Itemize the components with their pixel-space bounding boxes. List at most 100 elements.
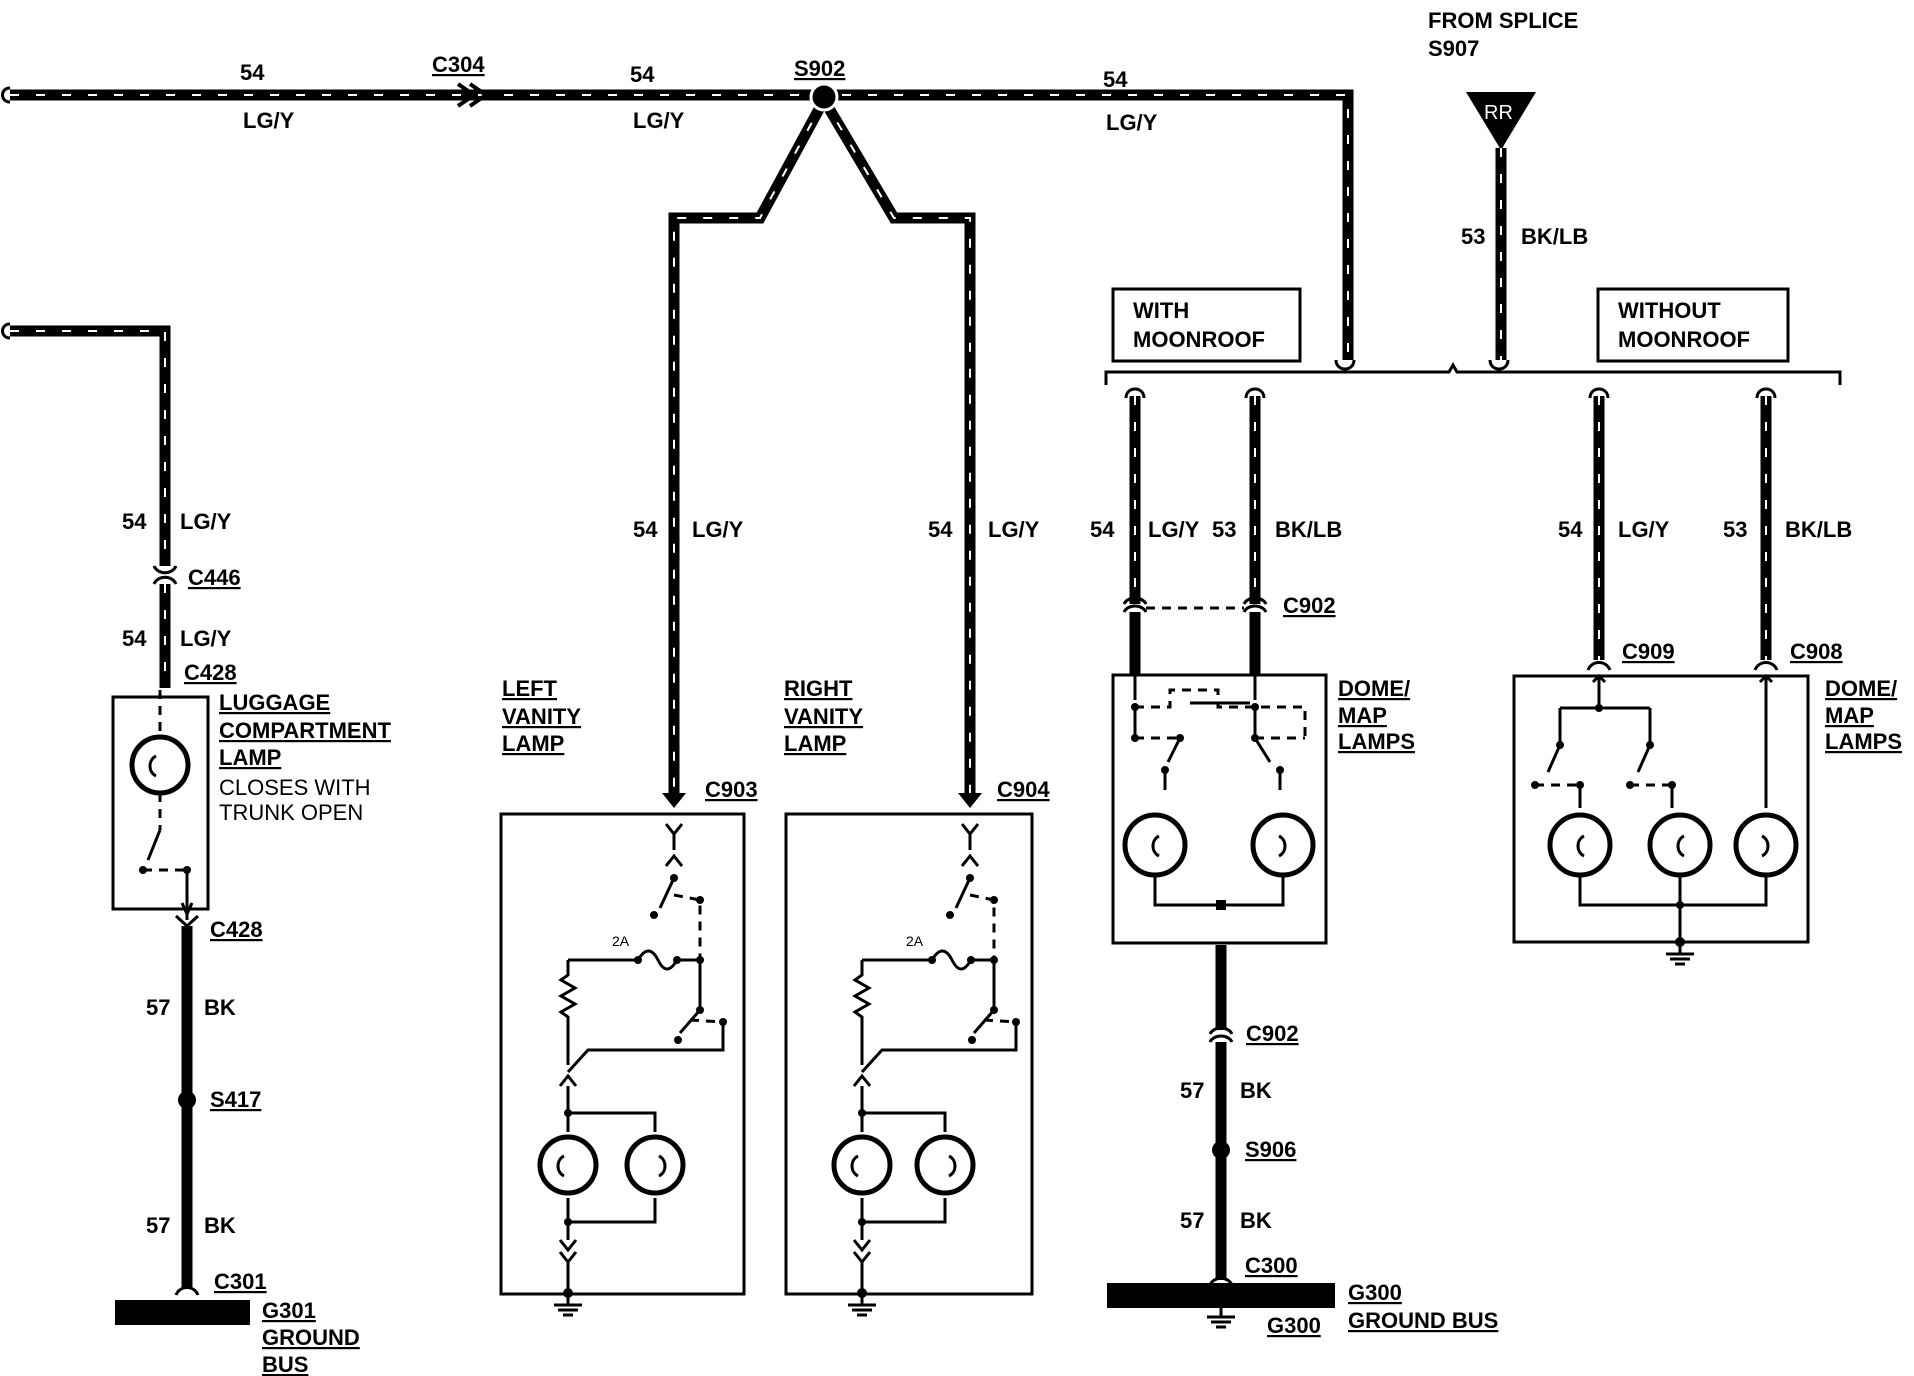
right-vanity-title3: LAMP [784, 731, 846, 756]
connector-c909-label: C909 [1622, 639, 1675, 664]
left-vanity-internal [537, 823, 727, 1298]
dome-with-wire-a-circuit: 54 [1090, 517, 1115, 542]
dome-without-bulb-icon-1 [1547, 812, 1613, 878]
left-vanity-arrow [662, 793, 686, 808]
connector-c904-label: C904 [997, 777, 1050, 802]
dome-with-wire-b-color: BK/LB [1275, 517, 1342, 542]
dome-with-wire3-circuit: 57 [1180, 1078, 1204, 1103]
left-vanity-bulb-icon-1 [537, 1134, 599, 1196]
right-vanity-internal [831, 823, 1020, 1298]
luggage-wire3-circuit: 57 [146, 995, 170, 1020]
left-vanity-box [499, 812, 746, 1296]
luggage-lamp-internal [129, 690, 194, 920]
left-vanity-title3: LAMP [502, 731, 564, 756]
dome-without-box [1512, 674, 1810, 944]
splice-rr-text: RR [1484, 102, 1513, 124]
right-vanity-box [784, 812, 1034, 1296]
dome-with-wires [1122, 387, 1268, 675]
option-bracket [1104, 359, 1842, 385]
right-vanity-circuit: 54 [928, 517, 953, 542]
splice-s902-dot [809, 82, 839, 112]
dome-with-bulb-icon-2 [1250, 812, 1316, 878]
top-wire-circuit-a: 54 [240, 60, 265, 85]
connector-c446-symbol [152, 565, 178, 585]
dome-without-wire-b-color: BK/LB [1785, 517, 1852, 542]
dome-with-wire3-color: BK [1240, 1078, 1272, 1103]
dome-without-wires [1586, 387, 1779, 671]
dome-without-internal [1531, 673, 1799, 947]
dome-with-ground-wire [1208, 945, 1234, 1286]
connector-c903-label: C903 [705, 777, 758, 802]
ground-g301-line3: BUS [262, 1352, 308, 1376]
ground-g300-label: G300 [1267, 1313, 1321, 1338]
right-vanity-ground-icon [848, 1296, 876, 1317]
without-moonroof-line1: WITHOUT [1618, 298, 1721, 323]
dome-with-title3: LAMPS [1338, 729, 1415, 754]
dome-without-wire-a-color: LG/Y [1618, 517, 1670, 542]
right-vanity-color: LG/Y [988, 517, 1040, 542]
dome-with-bulb-icon-1 [1122, 812, 1188, 878]
right-vanity-bulb-icon-1 [831, 1134, 893, 1196]
splice-s417-label: S417 [210, 1087, 261, 1112]
top-wire-color-a: LG/Y [243, 108, 295, 133]
connector-c300-label: C300 [1245, 1253, 1298, 1278]
left-vanity-color: LG/Y [692, 517, 744, 542]
splice-s902-label: S902 [794, 56, 845, 81]
luggage-title3: LAMP [219, 745, 281, 770]
connector-c301-label: C301 [214, 1269, 267, 1294]
luggage-wire4-color: BK [204, 1213, 236, 1238]
luggage-wire3-color: BK [204, 995, 236, 1020]
top-wire-circuit-c: 54 [1103, 67, 1128, 92]
ground-g300-line1: G300 [1348, 1280, 1402, 1305]
connector-c304-symbol [456, 82, 490, 108]
luggage-wire1-circuit: 54 [122, 509, 147, 534]
right-vanity-fuse-label: 2A [906, 933, 924, 949]
top-wire-color-c: LG/Y [1106, 110, 1158, 135]
left-vanity-fuse-label: 2A [612, 933, 630, 949]
connector-c902-top-label: C902 [1283, 593, 1336, 618]
with-moonroof-line1: WITH [1133, 298, 1189, 323]
connector-c902-bottom-label: C902 [1246, 1021, 1299, 1046]
top-wire-54 [1, 86, 1354, 360]
dome-with-wire4-circuit: 57 [1180, 1208, 1204, 1233]
without-moonroof-box [1596, 287, 1790, 363]
connector-c908-label: C908 [1790, 639, 1843, 664]
dome-without-title1: DOME/ [1825, 676, 1897, 701]
connector-c304-label: C304 [432, 52, 485, 77]
left-vanity-title2: VANITY [502, 704, 581, 729]
luggage-note2: TRUNK OPEN [219, 800, 363, 825]
dome-with-wire4-color: BK [1240, 1208, 1272, 1233]
right-vanity-arrow [958, 793, 982, 808]
from-splice-line2: S907 [1428, 36, 1479, 61]
from-splice-line1: FROM SPLICE [1428, 8, 1578, 33]
luggage-wire2-circuit: 54 [122, 626, 147, 651]
with-moonroof-box [1111, 287, 1302, 363]
luggage-wire4-circuit: 57 [146, 1213, 170, 1238]
ground-g300-line2: GROUND BUS [1348, 1308, 1498, 1333]
dome-with-title1: DOME/ [1338, 676, 1410, 701]
dome-without-title2: MAP [1825, 703, 1874, 728]
ground-g301-line1: G301 [262, 1298, 316, 1323]
vanity-branch-wires [668, 97, 976, 795]
dome-with-wire-b-circuit: 53 [1212, 517, 1236, 542]
left-vanity-title1: LEFT [502, 676, 558, 701]
luggage-title2: COMPARTMENT [219, 718, 391, 743]
with-moonroof-line2: MOONROOF [1133, 327, 1265, 352]
luggage-wire1-color: LG/Y [180, 509, 232, 534]
dome-with-box [1111, 673, 1328, 945]
connector-c301-symbol [174, 1286, 200, 1296]
splice-s417-dot [178, 1091, 196, 1109]
dome-with-internal [1122, 675, 1316, 910]
luggage-title1: LUGGAGE [219, 690, 330, 715]
dome-without-wire-a-circuit: 54 [1558, 517, 1583, 542]
splice-rr-symbol [1466, 92, 1536, 150]
luggage-bulb-icon [129, 734, 191, 796]
splice-s906-dot [1212, 1141, 1230, 1159]
dome-without-bulb-icon-3 [1733, 812, 1799, 878]
feed-wire-circuit: 53 [1461, 224, 1485, 249]
ground-g301-line2: GROUND [262, 1325, 360, 1350]
top-wire-color-b: LG/Y [633, 108, 685, 133]
luggage-note1: CLOSES WITH [219, 775, 371, 800]
connector-c428-top-label: C428 [184, 660, 237, 685]
